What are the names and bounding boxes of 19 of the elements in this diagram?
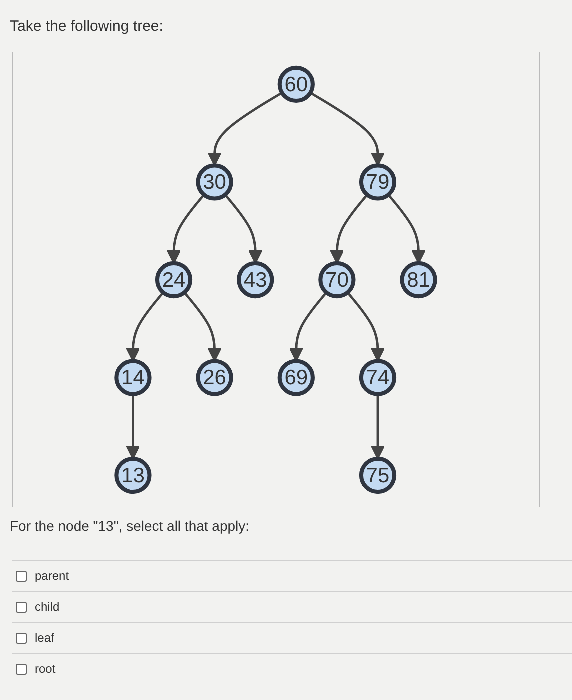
node-circle: 70 (318, 260, 356, 298)
node-circle: 60 (278, 65, 315, 103)
node-circle: 26 (196, 358, 234, 396)
node-circle: 30 (196, 163, 234, 200)
node-circle: 69 (278, 358, 315, 396)
option-label: parent (35, 569, 70, 583)
node-circle: 79 (359, 163, 397, 200)
title: Take the following tree: (10, 18, 164, 35)
node-circle: 14 (114, 358, 152, 396)
option-label: leaf (35, 631, 54, 645)
option-label: child (35, 600, 60, 614)
node-circle: 75 (359, 456, 397, 494)
node-circle: 13 (114, 456, 152, 494)
question-text: For the node "13", select all that apply: (10, 518, 250, 534)
node-circle: 74 (359, 358, 397, 396)
option-label: root (35, 662, 56, 676)
node-circle: 43 (237, 260, 274, 298)
node-circle: 24 (155, 260, 193, 298)
node-circle: 81 (400, 260, 438, 298)
